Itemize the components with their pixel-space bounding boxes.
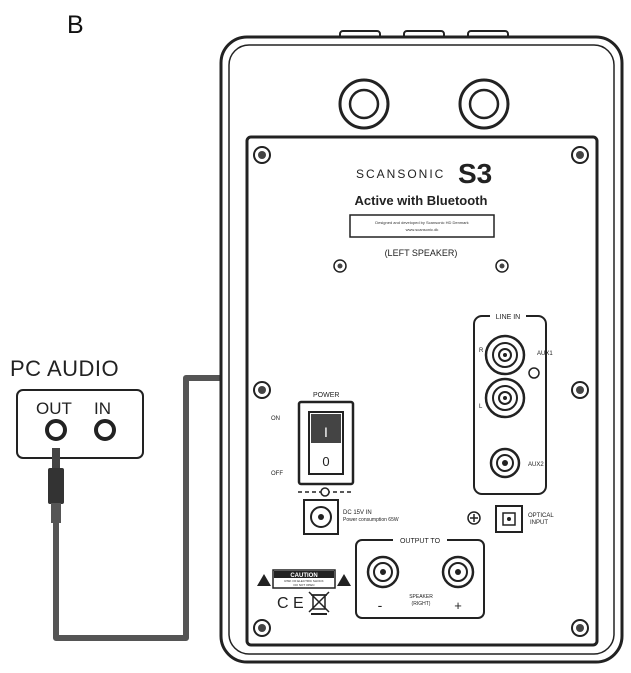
line-in-label-bg (490, 311, 526, 321)
aux1-left-jack (484, 377, 526, 419)
bass-port-right-inner (468, 88, 500, 120)
screw-bottom-right (571, 619, 589, 637)
plus-sign: + (454, 598, 462, 613)
off-label: OFF (271, 471, 283, 477)
screw-top-right (571, 146, 589, 164)
switch-on-mark: I (324, 424, 328, 440)
output-terminal-plus (441, 555, 475, 589)
caution-warning-icon-right (337, 574, 351, 586)
caution-sub1: RISK OF ELECTRIC SHOCK (284, 579, 323, 583)
dc-polarity-symbol (320, 487, 330, 497)
aux2-jack (489, 447, 521, 479)
aux1-l-label: L (479, 404, 483, 410)
left-speaker-text: (LEFT SPEAKER) (385, 248, 458, 258)
caution-sub2: DO NOT OPEN (294, 583, 315, 587)
small-label-line1: Designed and developed by Scansonic HD D… (375, 220, 468, 225)
pc-out-label: OUT (36, 399, 72, 418)
caution-warning-icon-left (257, 574, 271, 586)
power-label: POWER (313, 392, 339, 399)
weee-bin-icon (308, 591, 330, 615)
optical-input-dot (507, 517, 511, 521)
dc-line1: DC 15V IN (343, 510, 372, 516)
subtitle-text: Active with Bluetooth (355, 193, 488, 208)
dc-line2: Power consumption 65W (343, 517, 399, 523)
caution-label: CAUTION RISK OF ELECTRIC SHOCK DO NOT OP… (257, 569, 351, 589)
speaker-cabinet-inner (228, 44, 615, 655)
optical-line2: INPUT (530, 520, 548, 526)
power-rocker-top (311, 414, 341, 443)
screw-top-left (253, 146, 271, 164)
output-terminal-minus (366, 555, 400, 589)
small-label-box (349, 214, 495, 238)
screw-bottom-left (253, 619, 271, 637)
screw-label-left (333, 259, 347, 273)
brand-text: SCANSONIC (356, 167, 445, 181)
speaker-right-line2: (RIGHT) (412, 601, 431, 607)
model-text: S3 (458, 158, 492, 189)
speaker-rear: SCANSONIC S3 Active with Bluetooth Desig… (219, 30, 624, 664)
pc-audio-box (16, 389, 144, 459)
caution-header-bg (274, 571, 334, 578)
pc-out-jack (45, 419, 67, 441)
aux1-label: AUX1 (537, 351, 553, 357)
pc-audio-title: PC AUDIO (10, 356, 119, 381)
screw-mid-left (253, 381, 271, 399)
caution-text: CAUTION (290, 573, 317, 579)
optical-line1: OPTICAL (528, 513, 554, 519)
switch-off-mark: 0 (322, 454, 329, 469)
ground-screw (467, 511, 481, 525)
output-to-label: OUTPUT TO (400, 538, 441, 545)
aux2-label: AUX2 (528, 462, 544, 468)
dc-input-pin (318, 514, 324, 520)
pc-in-jack (94, 419, 116, 441)
on-label: ON (271, 416, 280, 422)
screw-label-right (495, 259, 509, 273)
cable-plug-tip (52, 448, 60, 470)
aux1-led (528, 367, 540, 379)
minus-sign: - (378, 597, 383, 613)
cable-plug-sleeve (51, 503, 61, 523)
aux1-right-jack (484, 334, 526, 376)
small-label-line2: www.scansonic.dk (406, 227, 439, 232)
cable-plug-body (48, 468, 64, 504)
line-in-label: LINE IN (496, 314, 521, 321)
pc-in-label: IN (94, 399, 111, 418)
aux1-r-label: R (479, 348, 484, 354)
figure-label: B (67, 11, 84, 39)
screw-mid-right (571, 381, 589, 399)
speaker-right-line1: SPEAKER (409, 594, 433, 600)
bass-port-left-inner (348, 88, 380, 120)
output-to-label-bg (393, 535, 447, 545)
ce-mark: C E (277, 595, 304, 612)
